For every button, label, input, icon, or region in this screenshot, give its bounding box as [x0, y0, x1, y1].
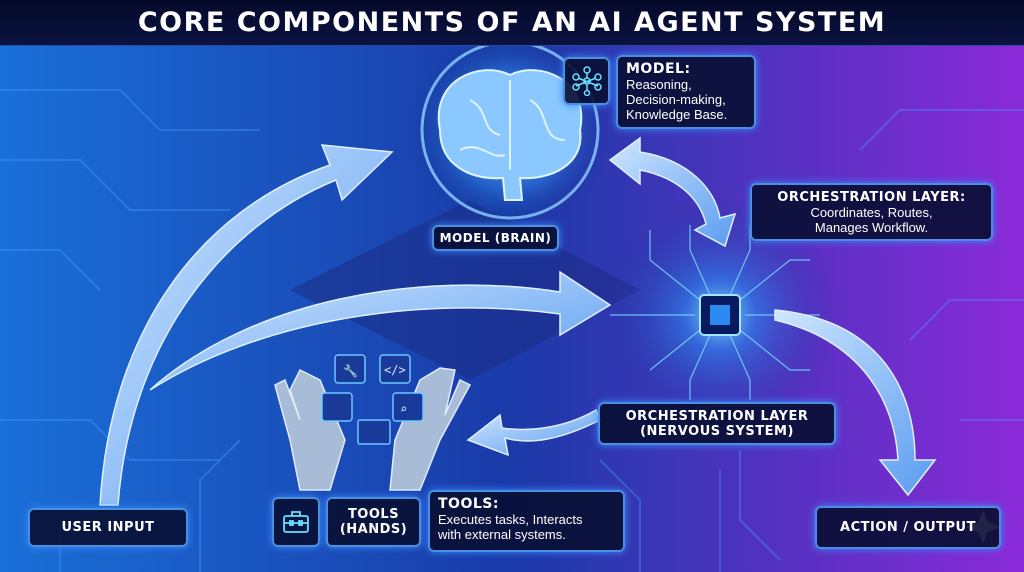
- code-icon: </>: [384, 363, 406, 377]
- tools-description-box: TOOLS: Executes tasks, Interacts with ex…: [428, 490, 625, 552]
- tools-heading: TOOLS:: [438, 496, 499, 512]
- orchestration-label-line: (NERVOUS SYSTEM): [640, 423, 794, 439]
- toolbox-icon-box: [272, 497, 320, 547]
- orchestration-label-line: ORCHESTRATION LAYER: [625, 408, 809, 424]
- orchestration-line: Coordinates, Routes,: [810, 204, 933, 220]
- model-heading: MODEL:: [626, 61, 691, 77]
- neural-network-icon: [571, 66, 602, 96]
- model-brain-label: MODEL (BRAIN): [432, 225, 559, 251]
- tools-label-line: TOOLS: [347, 507, 400, 522]
- toolbox-icon: [283, 511, 309, 533]
- action-output-label: ACTION / OUTPUT: [815, 506, 1001, 549]
- wrench-icon: 🔧: [343, 363, 358, 378]
- flow-arrows: [99, 136, 937, 506]
- orchestration-heading: ORCHESTRATION LAYER:: [777, 189, 966, 205]
- tools-line: Executes tasks, Interacts: [438, 512, 583, 527]
- orchestration-nervous-label: ORCHESTRATION LAYER (NERVOUS SYSTEM): [598, 402, 836, 445]
- user-input-label: USER INPUT: [28, 508, 188, 547]
- tools-label-line: (HANDS): [339, 522, 408, 537]
- orchestration-line: Manages Workflow.: [814, 219, 929, 235]
- model-description-box: MODEL: Reasoning, Decision-making, Knowl…: [616, 55, 756, 129]
- tool-icons: [321, 354, 424, 445]
- model-line: Reasoning,: [626, 77, 692, 92]
- orchestration-description-box: ORCHESTRATION LAYER: Coordinates, Routes…: [750, 183, 993, 241]
- brain-icon: [437, 69, 583, 201]
- model-icon-box: [563, 57, 610, 105]
- model-line: Decision-making,: [626, 92, 726, 107]
- page-title: CORE COMPONENTS OF AN AI AGENT SYSTEM: [137, 7, 887, 38]
- magnifier-icon: ⌕: [400, 402, 407, 416]
- model-line: Knowledge Base.: [626, 107, 728, 122]
- tools-line: with external systems.: [438, 527, 566, 542]
- tools-hands-label: TOOLS (HANDS): [326, 497, 421, 547]
- title-bar: CORE COMPONENTS OF AN AI AGENT SYSTEM: [0, 0, 1024, 46]
